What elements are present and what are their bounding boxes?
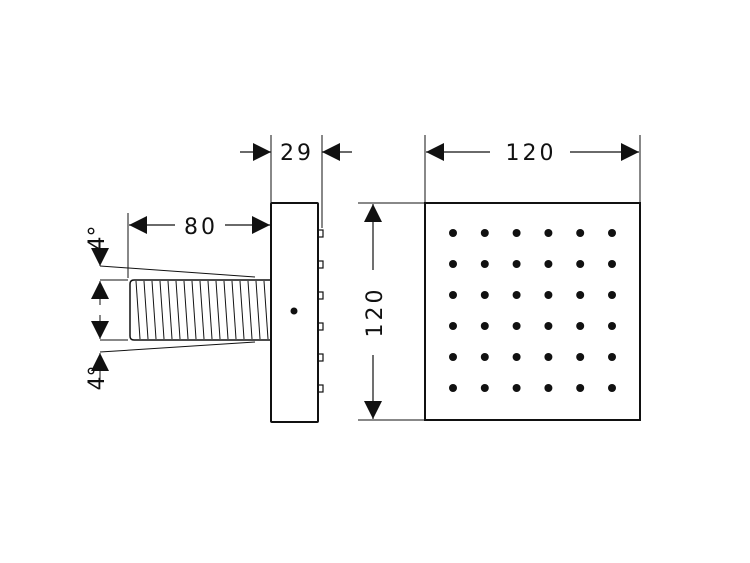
thread-line <box>167 280 173 340</box>
thread-line <box>215 280 221 340</box>
thread-line <box>175 280 181 340</box>
thread-line <box>143 280 149 340</box>
nozzle <box>576 260 585 268</box>
side-nozzle <box>317 353 324 362</box>
side-nozzle <box>317 384 324 393</box>
nozzle <box>576 229 585 237</box>
nozzle <box>449 322 457 330</box>
side-view <box>91 135 352 423</box>
side-nozzles <box>317 229 324 393</box>
thread-line <box>135 280 141 340</box>
nozzle <box>512 353 521 361</box>
nozzle <box>576 384 585 392</box>
nozzle <box>544 353 553 361</box>
front-view <box>358 135 641 421</box>
thread-line <box>255 280 261 340</box>
side-nozzle <box>317 260 324 269</box>
nozzle <box>544 384 553 392</box>
nozzle <box>512 384 521 392</box>
nozzle <box>512 229 521 237</box>
thread-line <box>207 280 213 340</box>
thread-line <box>223 280 229 340</box>
nozzle <box>608 260 616 268</box>
nozzle <box>449 291 457 299</box>
stem-threads <box>135 280 269 340</box>
side-nozzle <box>317 291 324 300</box>
nozzle <box>608 291 616 299</box>
nozzle <box>544 322 553 330</box>
nozzle <box>480 260 489 268</box>
nozzle <box>480 229 489 237</box>
nozzle <box>480 291 489 299</box>
nozzle <box>512 291 521 299</box>
thread-line <box>199 280 205 340</box>
thread-line <box>159 280 165 340</box>
thread-line <box>263 280 269 340</box>
nozzle <box>544 260 553 268</box>
nozzle <box>449 353 457 361</box>
shower-body-side <box>270 202 319 423</box>
thread-line <box>191 280 197 340</box>
nozzle <box>608 353 616 361</box>
thread-line <box>151 280 157 340</box>
nozzle <box>512 322 521 330</box>
angle-bottom-label: 4° <box>85 366 110 391</box>
threaded-stem <box>129 279 271 341</box>
nozzle <box>576 322 585 330</box>
shower-plate-front <box>424 202 641 421</box>
nozzle <box>608 322 616 330</box>
nozzle <box>480 322 489 330</box>
height-label: 120 <box>363 287 388 338</box>
angle-top-label: 4° <box>85 226 110 251</box>
nozzle <box>576 353 585 361</box>
thread-line <box>231 280 237 340</box>
taper-line-top <box>99 265 256 278</box>
thread-line <box>183 280 189 340</box>
nozzle <box>480 353 489 361</box>
nozzle <box>608 229 616 237</box>
nozzle <box>449 229 457 237</box>
depth-label: 29 <box>280 141 314 166</box>
nozzle <box>576 291 585 299</box>
nozzle <box>544 291 553 299</box>
mount-screw <box>290 307 298 315</box>
thread-line <box>239 280 245 340</box>
stem-length-label: 80 <box>184 215 218 240</box>
front-nozzle-grid <box>449 229 616 392</box>
nozzle <box>608 384 616 392</box>
side-nozzle <box>317 322 324 331</box>
side-nozzle <box>317 229 324 238</box>
nozzle <box>449 384 457 392</box>
nozzle <box>544 229 553 237</box>
nozzle <box>480 384 489 392</box>
width-label: 120 <box>506 141 557 166</box>
thread-line <box>247 280 253 340</box>
taper-line-bottom <box>99 341 256 353</box>
nozzle <box>449 260 457 268</box>
nozzle <box>512 260 521 268</box>
